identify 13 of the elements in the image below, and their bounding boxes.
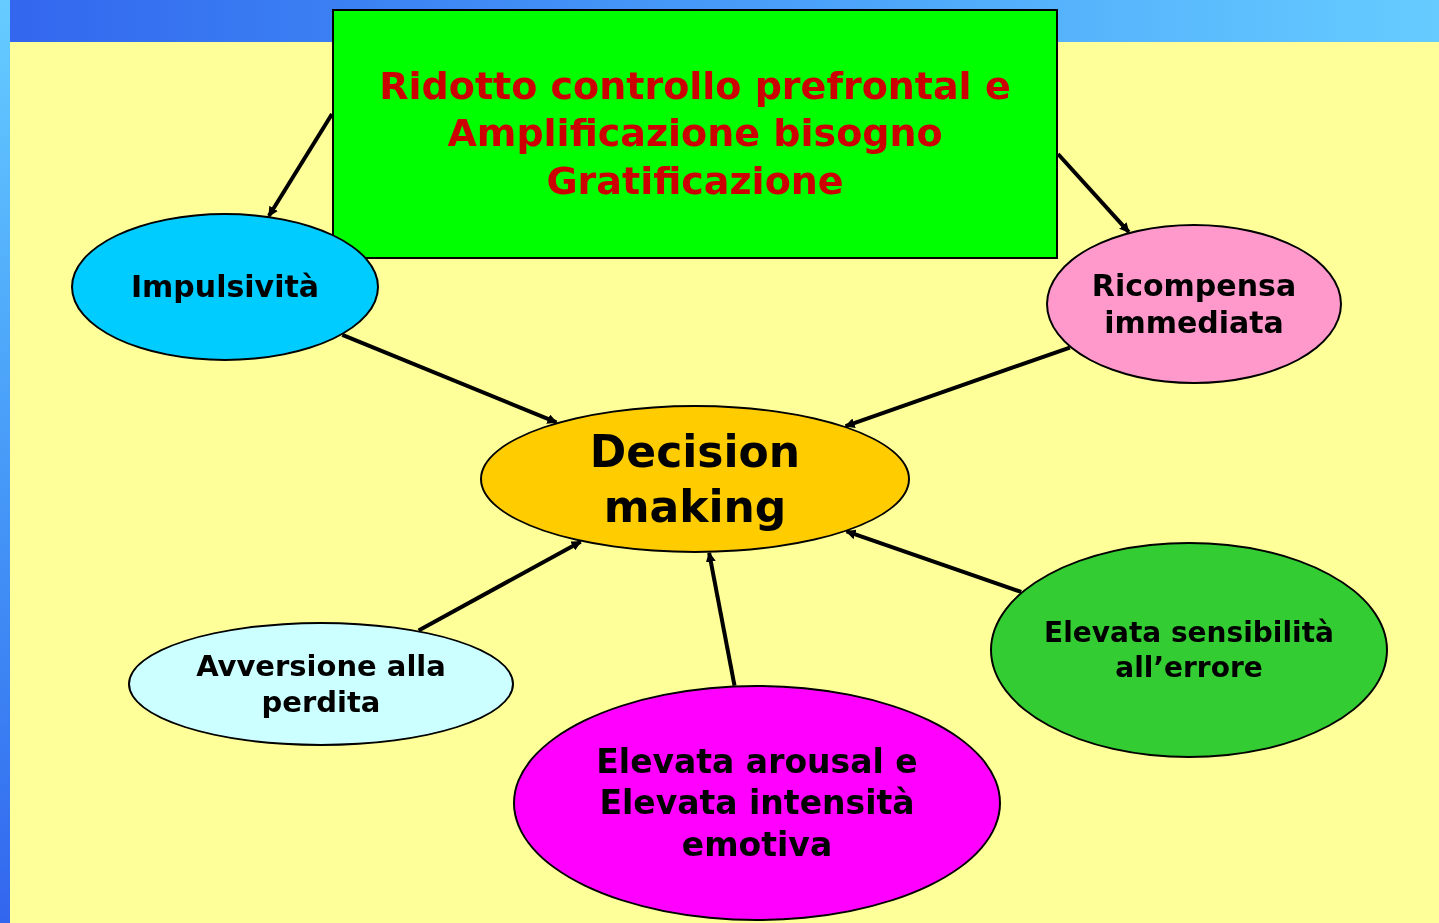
arrow xyxy=(845,529,1022,594)
node-label: Avversione alla perdita xyxy=(195,647,447,721)
node-label: Elevata sensibilità all’errore xyxy=(1043,615,1335,685)
arrow xyxy=(417,539,582,633)
arrow xyxy=(844,345,1071,429)
node-label: Elevata arousal e Elevata intensità emotiva xyxy=(595,741,919,865)
node-label: Ridotto controllo prefrontal e Amplificazione bisogno Gratificazione xyxy=(378,62,1012,205)
node-label: Decision making xyxy=(588,425,802,534)
node-label: Ricompensa immediata xyxy=(1090,266,1298,342)
node-label: Impulsività xyxy=(130,268,320,306)
arrow xyxy=(341,333,558,425)
title-box xyxy=(332,9,1058,259)
arrow xyxy=(705,551,737,686)
